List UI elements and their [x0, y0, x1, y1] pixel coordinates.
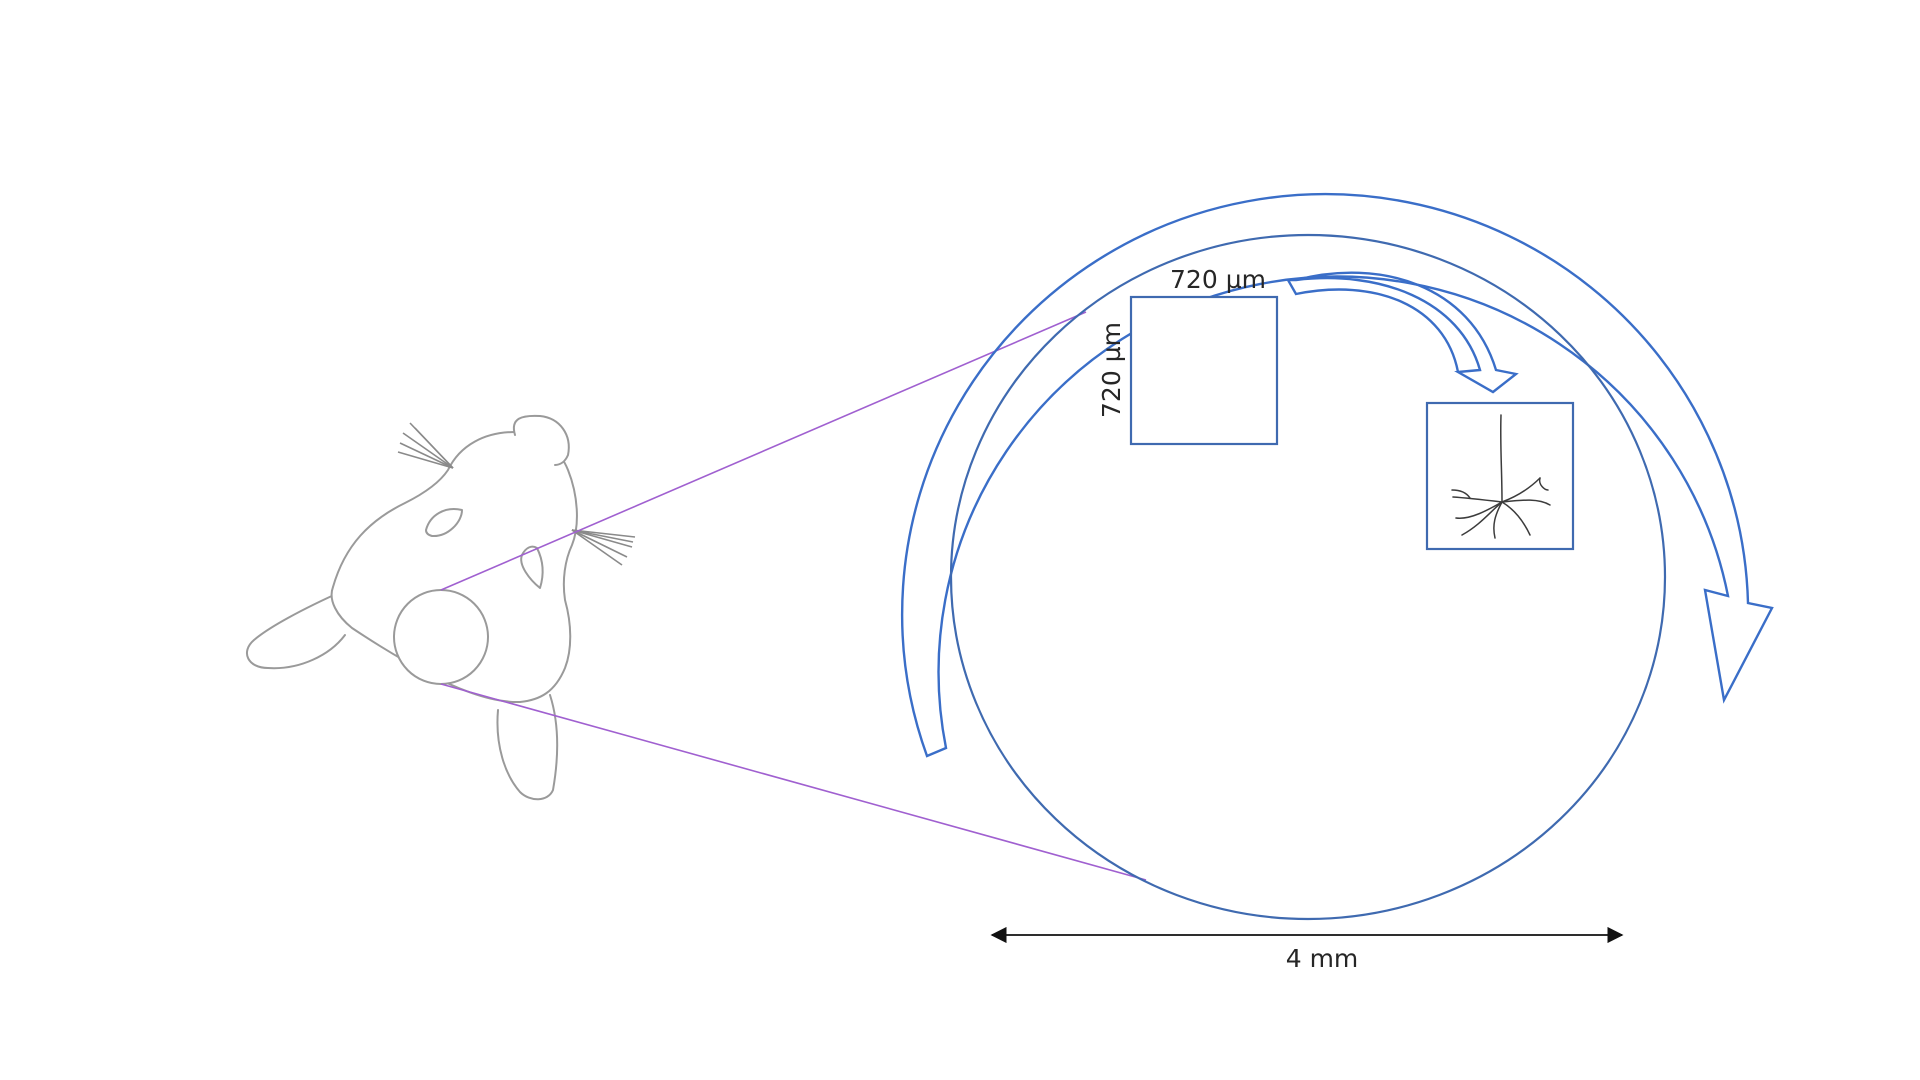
scale-bar-label: 4 mm [1286, 944, 1359, 973]
whiskers-right [571, 529, 636, 566]
rotation-arrow-large [901, 193, 1774, 758]
cranial-window [393, 589, 489, 685]
neuron-drawing [1451, 414, 1551, 539]
rotation-arrow-small [1285, 271, 1519, 394]
whiskers-left [397, 422, 454, 469]
fov-height-label: 720 µm [1097, 322, 1126, 418]
mouse-ear [512, 414, 570, 466]
mouse-illustration [246, 414, 636, 801]
mouse-hind-leg [496, 694, 559, 801]
fov-square-rotated [1425, 401, 1575, 551]
cranial-window-enlarged [949, 233, 1667, 921]
projection-line-top [440, 311, 1087, 591]
fov-square [1129, 295, 1279, 446]
fov-width-label: 720 µm [1170, 265, 1266, 294]
mouse-front-leg [246, 589, 346, 670]
projection-line-bottom [440, 683, 1147, 881]
mouse-eye-left [425, 508, 463, 538]
mouse-eye-right [520, 545, 544, 589]
